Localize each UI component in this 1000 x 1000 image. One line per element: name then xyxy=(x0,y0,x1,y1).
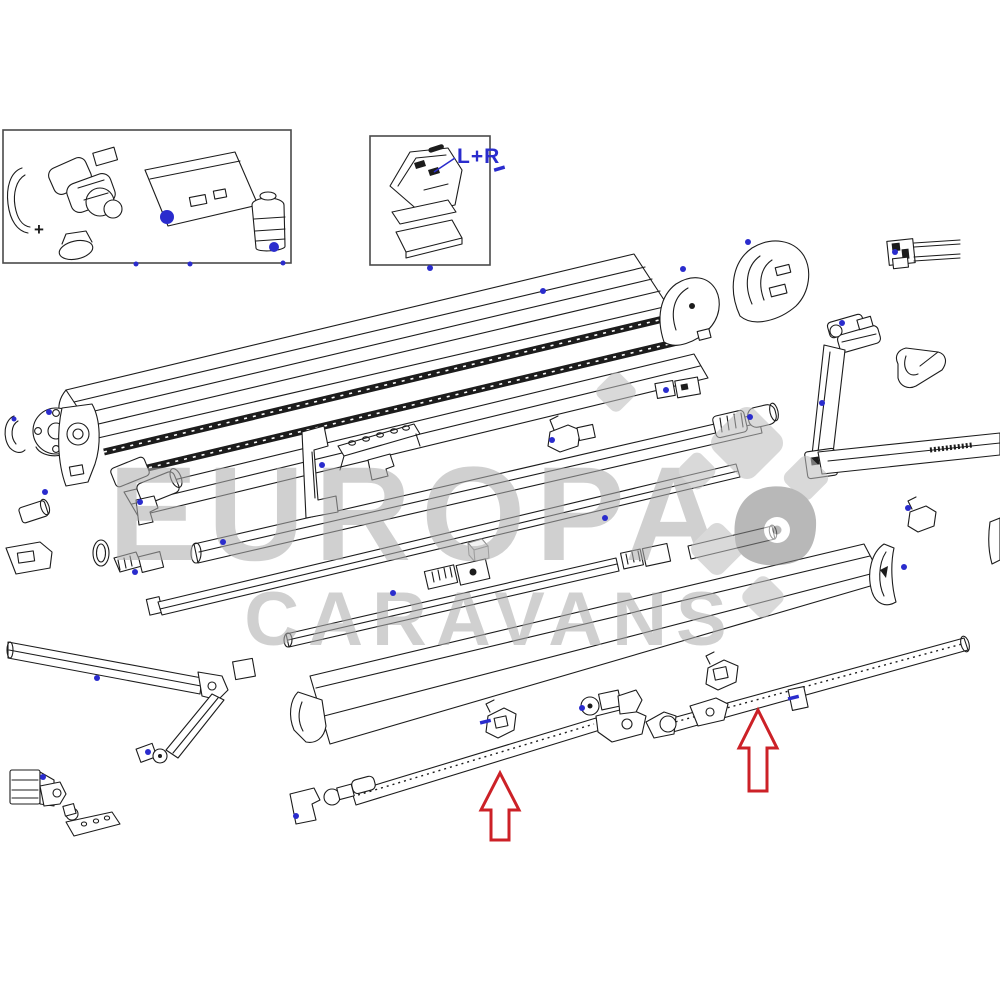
watermark-line1: EUROPA xyxy=(108,440,731,589)
part-hotspot-marker[interactable] xyxy=(901,564,907,570)
case-end-cap-inner xyxy=(659,277,720,346)
inset-box-secondary[interactable]: L+R xyxy=(369,135,500,266)
part-hotspot-marker[interactable] xyxy=(579,705,585,711)
part-hotspot-marker[interactable] xyxy=(427,265,433,271)
part-hotspot-marker[interactable] xyxy=(905,505,911,511)
front-profile xyxy=(289,543,885,745)
part-hotspot-marker[interactable] xyxy=(280,260,286,266)
part-hotspot-marker[interactable] xyxy=(540,288,546,294)
part-hotspot-marker[interactable] xyxy=(293,813,299,819)
plus-mark: + xyxy=(34,220,44,239)
part-hotspot-marker[interactable] xyxy=(493,165,506,172)
arm-knuckle-parts xyxy=(580,689,643,716)
part-hotspot-marker[interactable] xyxy=(46,409,52,415)
red-up-arrow-icon xyxy=(736,706,780,793)
wall-bracket-with-rods xyxy=(886,238,961,270)
watermark-line2: CARAVANS xyxy=(244,577,735,662)
part-hotspot-marker[interactable] xyxy=(479,718,492,725)
red-up-arrow-icon xyxy=(478,769,522,842)
part-hotspot-marker[interactable] xyxy=(11,416,17,422)
rafter-clamp-left xyxy=(485,699,517,739)
part-hotspot-marker[interactable] xyxy=(220,539,226,545)
part-hotspot-marker[interactable] xyxy=(42,489,48,495)
part-hotspot-marker[interactable] xyxy=(892,249,898,255)
part-hotspot-marker[interactable] xyxy=(819,400,825,406)
spring-arm-right xyxy=(804,313,1000,480)
part-hotspot-marker[interactable] xyxy=(132,569,138,575)
inset-box-primary[interactable]: + xyxy=(2,129,292,264)
pointer-arrows xyxy=(478,706,780,842)
part-hotspot-marker[interactable] xyxy=(187,261,193,267)
rafter-clamp-right xyxy=(705,651,739,691)
part-hotspot-marker[interactable] xyxy=(145,749,151,755)
part-hotspot-marker[interactable] xyxy=(787,694,800,701)
part-hotspot-marker[interactable] xyxy=(663,387,669,393)
part-hotspot-marker[interactable] xyxy=(319,462,325,468)
lead-rail-profile xyxy=(145,463,741,616)
tension-rafter-right xyxy=(645,635,970,739)
mid-clamp xyxy=(547,415,596,453)
mounting-foot xyxy=(9,769,67,807)
part-hotspot-marker[interactable] xyxy=(549,437,555,443)
part-hotspot-marker[interactable] xyxy=(839,320,845,326)
part-hotspot-marker[interactable] xyxy=(160,210,174,224)
part-hotspot-marker[interactable] xyxy=(390,590,396,596)
part-hotspot-marker[interactable] xyxy=(747,414,753,420)
rail-adapter-piece xyxy=(62,803,121,837)
side-cap-parts xyxy=(869,496,1000,606)
part-hotspot-marker[interactable] xyxy=(137,499,143,505)
caravan-logo xyxy=(596,372,829,618)
hanger-bracket xyxy=(301,425,339,519)
part-hotspot-marker[interactable] xyxy=(133,261,139,267)
part-hotspot-marker[interactable] xyxy=(602,515,608,521)
part-hotspot-marker[interactable] xyxy=(94,675,100,681)
part-hotspot-marker[interactable] xyxy=(745,239,751,245)
part-markers xyxy=(11,165,911,819)
part-hotspot-marker[interactable] xyxy=(269,242,279,252)
spring-arm-left xyxy=(6,641,256,764)
part-hotspot-marker[interactable] xyxy=(680,266,686,272)
gear-end-assembly xyxy=(4,403,183,575)
left-right-label: L+R xyxy=(457,145,500,168)
spline-shaft-parts xyxy=(423,558,491,590)
perforated-bar xyxy=(337,423,421,481)
case-end-cap-outer xyxy=(732,240,810,323)
watermark: EUROPA CARAVANS xyxy=(108,372,829,662)
part-hotspot-marker[interactable] xyxy=(40,774,46,780)
